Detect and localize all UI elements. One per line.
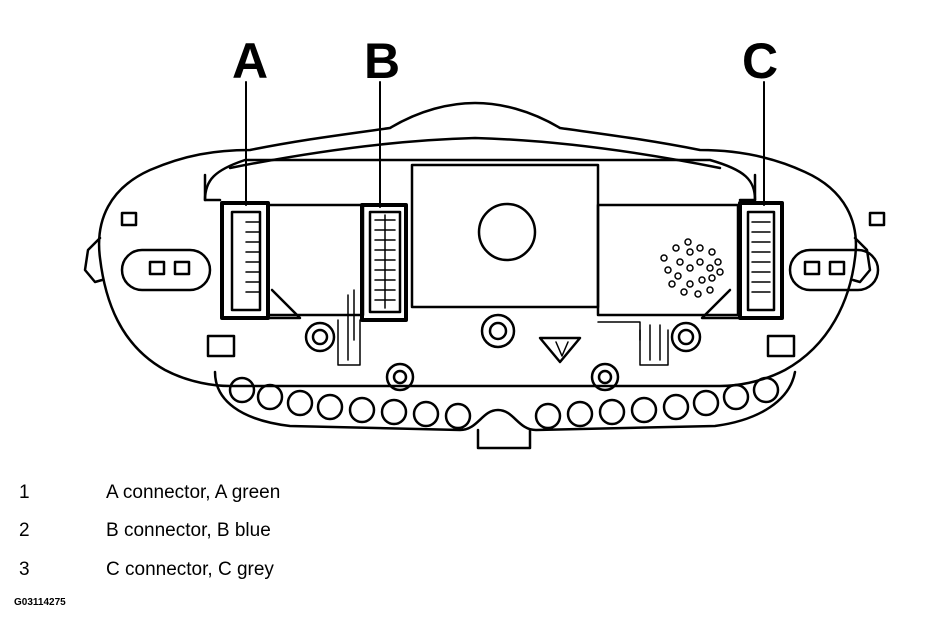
center-gauge-hole (477, 202, 537, 262)
cluster-housing (97, 101, 858, 388)
center-panel (410, 163, 600, 309)
right-oval-window (788, 248, 880, 292)
legend-item-2: 2 B connector, B blue (0, 520, 600, 550)
legend-text: C connector, C grey (106, 559, 274, 580)
callout-c: C (742, 33, 778, 89)
left-ear (83, 236, 104, 284)
legend-number: 3 (19, 559, 30, 580)
legend-item-3: 3 C connector, C grey (0, 559, 600, 589)
instrument-cluster-diagram: A B C (83, 33, 886, 450)
connector-a (220, 201, 270, 320)
right-ear (851, 236, 872, 284)
connector-c (738, 201, 784, 320)
bottom-strip (213, 370, 797, 432)
callout-a: A (232, 33, 268, 89)
legend-text: B connector, B blue (106, 520, 271, 541)
connector-b (360, 203, 408, 322)
led-row-left (228, 376, 472, 430)
led-row-right (534, 376, 780, 430)
speaker-grille (660, 238, 724, 298)
legend-number: 1 (19, 482, 30, 503)
callout-b: B (364, 33, 400, 89)
legend-text: A connector, A green (106, 482, 281, 503)
top-bezel (203, 158, 757, 202)
legend-number: 2 (19, 520, 30, 541)
legend-item-1: 1 A connector, A green (0, 482, 600, 512)
logo-triangle (538, 336, 582, 364)
right-panel (596, 203, 740, 317)
left-oval-window (120, 248, 212, 292)
figure-id: G03114275 (14, 597, 66, 608)
